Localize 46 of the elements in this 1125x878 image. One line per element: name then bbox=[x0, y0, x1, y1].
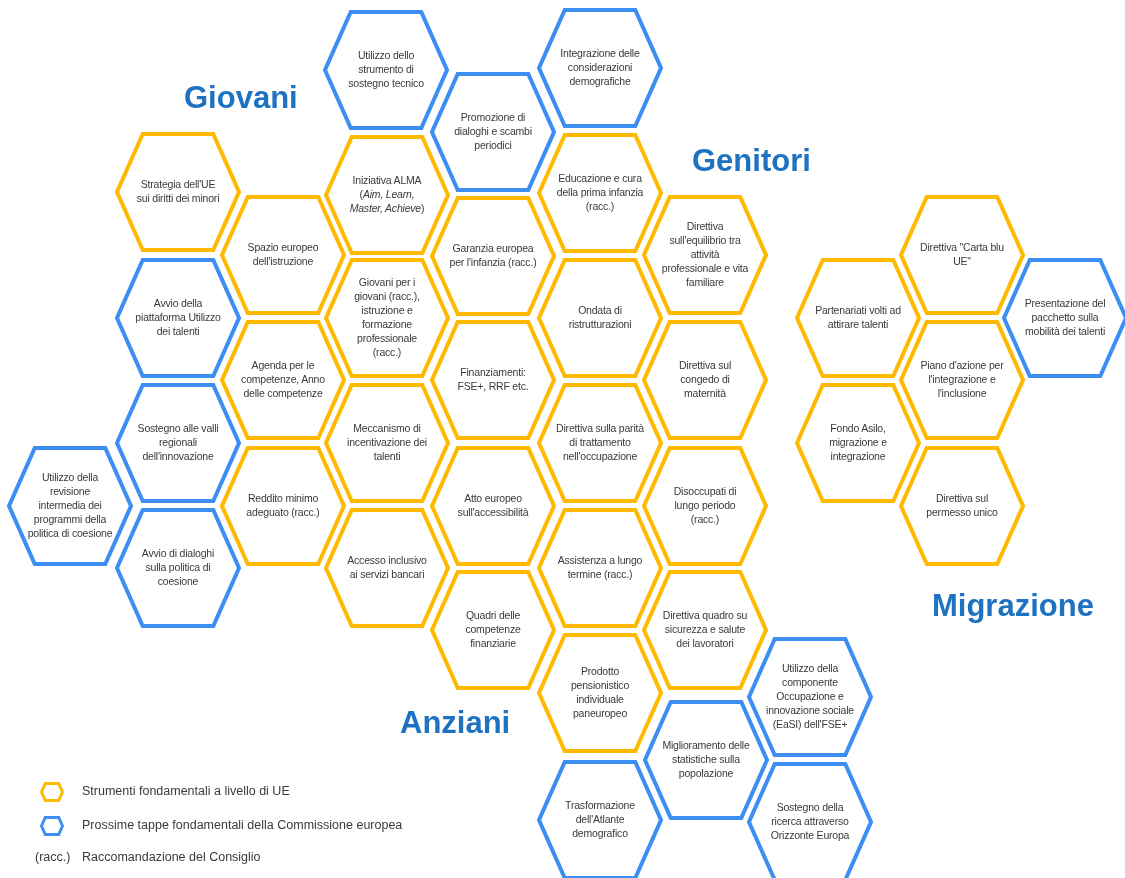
hexagon-text: Utilizzo della revisione intermedia dei programmi della politica di coesione bbox=[26, 471, 114, 541]
hexagon-text: Meccanismo di incentivazione dei talenti bbox=[346, 422, 428, 464]
hexagon-text: Giovani per i giovani (racc.), istruzione e formazione professionale (racc.) bbox=[353, 276, 421, 360]
group-heading: Genitori bbox=[692, 143, 811, 179]
legend-text: Prossime tappe fondamentali della Commissione europea bbox=[82, 818, 403, 832]
hexagon-text: Direttiva "Carta blu UE" bbox=[919, 241, 1005, 269]
hexagon-text: Accesso inclusivo ai servizi bancari bbox=[346, 554, 428, 582]
hexagon-text: Partenariati volti ad attirare talenti bbox=[814, 304, 902, 332]
hexagon-text: Presentazione del pacchetto sulla mobilità dei talenti bbox=[1023, 297, 1107, 339]
group-heading: Migrazione bbox=[932, 588, 1094, 624]
hexagon-text: Direttiva sull'equilibrio tra attività professionale e vita familiare bbox=[661, 220, 749, 290]
hexagon-text: Prodotto pensionistico individuale paneuropeo bbox=[569, 665, 631, 721]
hexagon-text: Avvio di dialoghi sulla politica di coesione bbox=[140, 547, 216, 589]
hexagon-text: Direttiva sul congedo di maternità bbox=[677, 359, 733, 401]
hexagon-text: Promozione di dialoghi e scambi periodici bbox=[453, 111, 533, 153]
hexagon-text: Direttiva sul permesso unico bbox=[925, 492, 999, 520]
hexagon-text: Miglioramento delle statistiche sulla popolazione bbox=[662, 739, 750, 781]
hexagon-text: Trasformazione dell'Atlante demografico bbox=[564, 799, 636, 841]
hexagon-text: Finanziamenti: FSE+, RRF etc. bbox=[456, 366, 530, 394]
hexagon-text: Spazio europeo dell'istruzione bbox=[246, 241, 320, 269]
hexagon-text: Assistenza a lungo termine (racc.) bbox=[556, 554, 644, 582]
legend-text: Strumenti fondamentali a livello di UE bbox=[82, 784, 290, 798]
hexagon-text: Integrazione delle considerazioni demografiche bbox=[559, 47, 641, 89]
hexagon-text: Ondata di ristrutturazioni bbox=[567, 304, 633, 332]
abbreviation-text: (racc.) bbox=[35, 850, 71, 864]
hexagon-text: Garanzia europea per l'infanzia (racc.) bbox=[449, 242, 537, 270]
hexagon-text: Iniziativa ALMA (Aim, Learn, Master, Achieve) bbox=[348, 174, 426, 216]
group-heading: Anziani bbox=[400, 705, 511, 741]
hexagon-text: Agenda per le competenze, Anno delle competenze bbox=[240, 359, 326, 401]
hexagon-text: Direttiva sulla parità di trattamento nell'occupazione bbox=[556, 422, 644, 464]
hexagon-text: Utilizzo della componente Occupazione e innovazione sociale (EaSI) dell'FSE+ bbox=[766, 662, 854, 732]
legend-text: Raccomandazione del Consiglio bbox=[82, 850, 261, 864]
hexagon-text: Educazione e cura della prima infanzia (racc.) bbox=[556, 172, 644, 214]
hexagon-text: Disoccupati di lungo periodo (racc.) bbox=[672, 485, 738, 527]
hexagon-text: Utilizzo dello strumento di sostegno tecnico bbox=[347, 49, 425, 91]
hexagon-text: Sostegno alle valli regionali dell'innovazione bbox=[136, 422, 220, 464]
group-heading: Giovani bbox=[184, 80, 298, 116]
hexagon-text: Strategia dell'UE sui diritti dei minori bbox=[135, 178, 221, 206]
hexagon-text: Piano d'azione per l'integrazione e l'inclusione bbox=[919, 359, 1005, 401]
hexagon-text: Reddito minimo adeguato (racc.) bbox=[245, 492, 321, 520]
hexagon-text: Quadri delle competenze finanziarie bbox=[464, 609, 522, 651]
hexagon-text: Fondo Asilo, migrazione e integrazione bbox=[828, 422, 888, 464]
hexagon-text: Direttiva quadro su sicurezza e salute dei lavoratori bbox=[661, 609, 749, 651]
hexagon-text: Avvio della piattaforma Utilizzo dei talenti bbox=[134, 297, 222, 339]
hexagon-text: Sostegno della ricerca attraverso Orizzonte Europa bbox=[769, 801, 851, 843]
hexagon-text: Atto europeo sull'accessibilità bbox=[456, 492, 530, 520]
